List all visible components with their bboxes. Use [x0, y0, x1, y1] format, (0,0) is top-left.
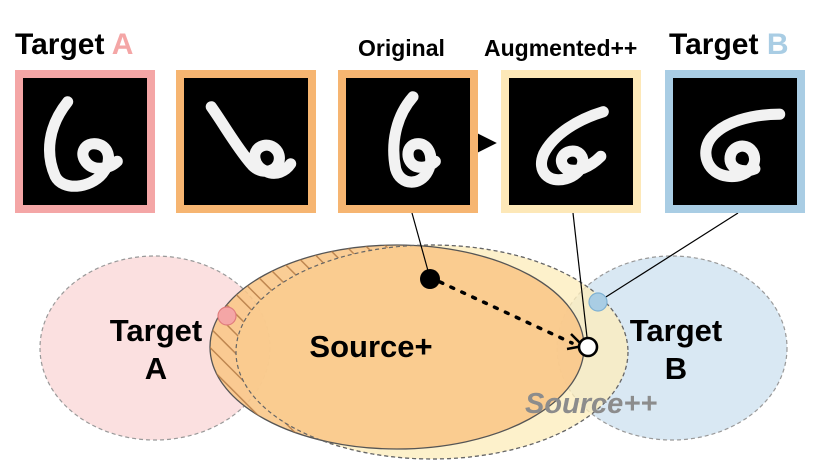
- source-plus-plus-outline: [235, 244, 629, 460]
- target-a-header-letter: A: [111, 28, 134, 61]
- digit-six-augmented: [509, 78, 633, 205]
- augmented-point: [577, 336, 599, 358]
- connector-augmented: [572, 212, 589, 347]
- target-a-image: [15, 70, 155, 213]
- augmented-header: Augmented++: [484, 35, 638, 61]
- digit-six-target-b: [673, 78, 797, 205]
- digit-six-target-a: [23, 78, 147, 205]
- augmented-image: [501, 70, 641, 213]
- original-image: [338, 70, 478, 213]
- augmentation-path: [438, 280, 574, 345]
- target-b-image: [665, 70, 805, 213]
- target-a-point: [217, 306, 237, 326]
- target-a-header: Target A: [15, 28, 133, 62]
- source-plus-label: Source+: [309, 329, 433, 364]
- connector-original: [411, 212, 431, 279]
- target-b-header: Target B: [669, 28, 788, 62]
- target-b-header-letter: B: [766, 28, 789, 61]
- target-b-header-word: Target: [669, 28, 759, 61]
- target-a-region-label: Target A: [109, 313, 203, 386]
- target-b-region-label: Target B: [629, 313, 723, 386]
- source-plus-plus-label: Source++: [525, 388, 658, 420]
- original-header: Original: [358, 35, 445, 61]
- original-point: [420, 269, 440, 289]
- target-b-point: [588, 292, 608, 312]
- digit-six-original: [346, 78, 470, 205]
- source-image: [176, 70, 316, 213]
- digit-six-source: [184, 78, 308, 205]
- target-a-header-word: Target: [15, 28, 105, 61]
- connector-target-b: [597, 212, 739, 303]
